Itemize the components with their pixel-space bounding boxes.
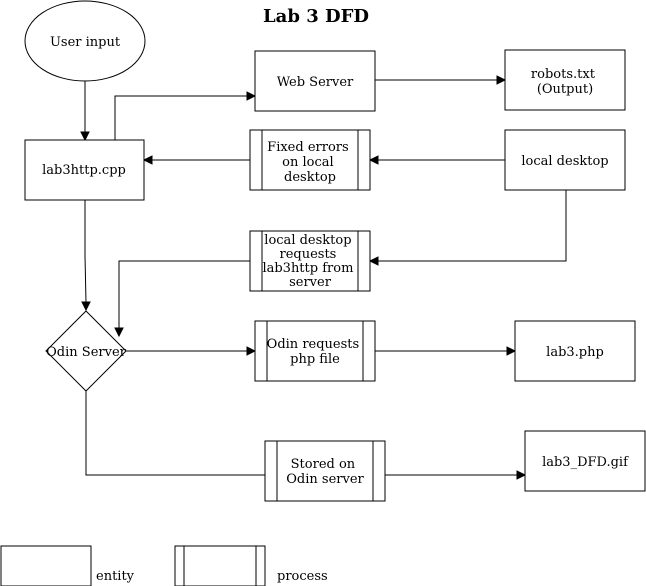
node-odin-requests: Odin requests php file bbox=[254, 320, 376, 382]
arrowhead bbox=[496, 75, 507, 85]
svg-text:Fixed errors on local: Fixed errors on local desktop bbox=[267, 140, 353, 185]
node-fixed-errors: Fixed errors on local desktop bbox=[249, 129, 371, 191]
diagram-title: Lab 3 DFD bbox=[263, 6, 369, 27]
svg-text:Odin requests php file: Odin requests php file bbox=[267, 337, 364, 367]
arrowhead bbox=[368, 155, 379, 165]
legend-process-swatch bbox=[174, 545, 266, 586]
edge-desktop-requests-to-odin-server bbox=[118, 260, 250, 328]
svg-text:local desktop requests: local desktop requests lab3http from ser… bbox=[262, 233, 357, 290]
svg-text:User input: User input bbox=[50, 35, 121, 50]
node-lab3http-cpp: lab3http.cpp bbox=[24, 139, 145, 201]
legend-process-label: process bbox=[277, 569, 328, 584]
node-robots-txt: robots.txt (Output) bbox=[504, 49, 626, 111]
arrowhead bbox=[506, 346, 517, 356]
svg-text:lab3.php: lab3.php bbox=[546, 345, 604, 360]
edge-odin-server-to-stored bbox=[85, 391, 265, 476]
node-stored-on-odin: Stored on Odin server bbox=[264, 440, 386, 502]
node-desktop-requests: local desktop requests lab3http from ser… bbox=[249, 230, 371, 292]
svg-text:Stored on Odin server: Stored on Odin server bbox=[286, 457, 364, 487]
arrowhead bbox=[368, 256, 379, 266]
arrowhead bbox=[80, 131, 90, 142]
legend: entity process bbox=[0, 545, 328, 586]
svg-text:Web Server: Web Server bbox=[277, 75, 354, 90]
node-user-input: User input bbox=[24, 0, 146, 82]
arrowhead bbox=[142, 155, 153, 165]
edge-local-desktop-to-desktop-requests bbox=[378, 190, 567, 262]
svg-text:Odin Server: Odin Server bbox=[46, 345, 126, 360]
svg-text:lab3_DFD.gif: lab3_DFD.gif bbox=[542, 455, 629, 470]
arrowhead bbox=[246, 91, 257, 101]
arrowhead bbox=[516, 470, 527, 480]
svg-text:local desktop: local desktop bbox=[521, 154, 608, 169]
node-lab3-dfd-gif: lab3_DFD.gif bbox=[524, 430, 646, 492]
node-lab3-php: lab3.php bbox=[514, 320, 636, 382]
svg-text:robots.txt (Output): robots.txt (Output) bbox=[531, 67, 599, 97]
svg-text:lab3http.cpp: lab3http.cpp bbox=[42, 163, 126, 178]
legend-entity-label: entity bbox=[96, 569, 135, 584]
arrowhead bbox=[246, 346, 257, 356]
edges bbox=[80, 75, 567, 480]
node-odin-server: Odin Server bbox=[45, 310, 127, 392]
edge-lab3http-to-odin-server bbox=[84, 200, 87, 303]
node-web-server: Web Server bbox=[254, 50, 376, 112]
node-local-desktop: local desktop bbox=[504, 129, 626, 191]
edge-lab3http-to-web-server bbox=[114, 95, 247, 140]
arrowhead bbox=[81, 301, 91, 312]
legend-entity-swatch bbox=[0, 545, 92, 586]
arrowhead bbox=[114, 327, 124, 338]
